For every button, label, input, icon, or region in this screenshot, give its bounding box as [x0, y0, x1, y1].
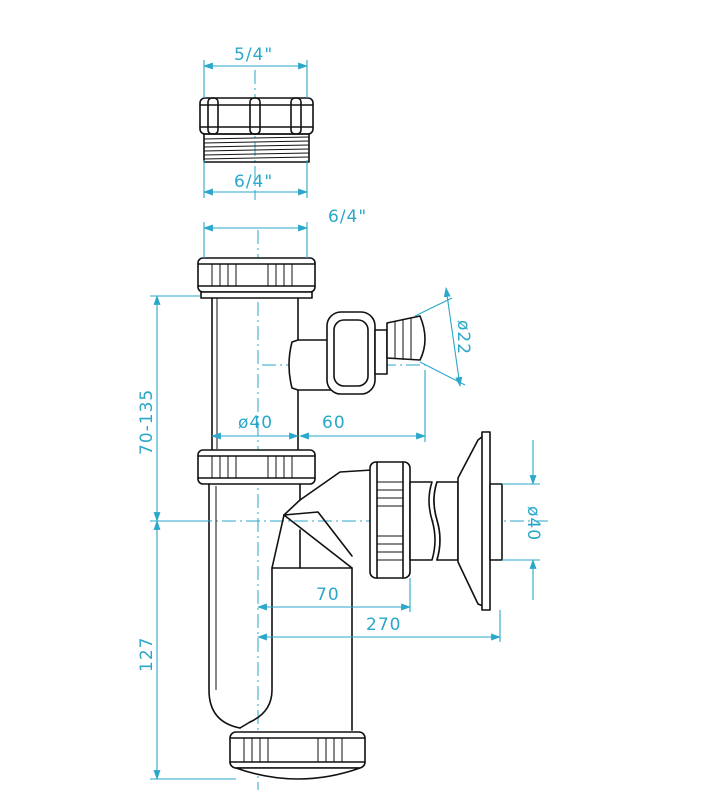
hose-offset-label: 60 — [322, 413, 346, 433]
lower-height-label: 127 — [137, 637, 157, 672]
loose-nut-part — [199, 97, 314, 163]
nut-bottom-width-label: 6/4" — [234, 172, 273, 192]
nut-thread-lines — [203, 136, 310, 160]
nut-top-width-label: 5/4" — [234, 45, 273, 65]
outlet-offset-label: 70 — [316, 585, 340, 605]
trap-body — [197, 257, 503, 780]
height-range-label: 70-135 — [137, 389, 157, 455]
pipe-diameter-label: ø40 — [238, 413, 273, 433]
overall-length-label: 270 — [366, 615, 401, 635]
outlet-diameter-label: ø40 — [523, 506, 543, 541]
trap-inlet-width-label: 6/4" — [328, 207, 367, 227]
cap-nut-ribs — [243, 738, 343, 762]
middle-nut-ribs — [211, 456, 293, 478]
outlet-nut-ribs — [377, 481, 403, 561]
nut-dimensions: 5/4" 6/4" — [203, 45, 308, 198]
inlet-nut-ribs — [211, 264, 293, 286]
hose-barb-ribs — [394, 318, 412, 360]
hose-diameter-label: ø22 — [453, 320, 473, 355]
trap-dimensions: 6/4" ø22 ø40 60 70-135 ø40 70 270 — [137, 207, 543, 780]
